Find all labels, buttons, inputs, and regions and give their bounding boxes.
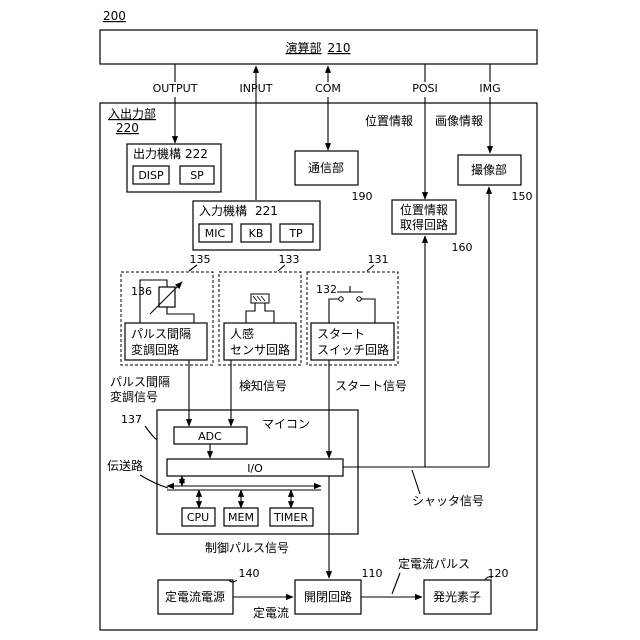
timer-label: TIMER [273,511,308,524]
pulse-signal-line2: 変調信号 [110,389,158,404]
figure-number: 200 [103,9,126,23]
io-port-label: I/O [247,462,263,475]
pulse-circuit-line1: パルス間隔 [131,327,191,341]
shutter-leader [412,470,420,494]
ccs-label: 定電流電源 [165,589,225,604]
micom-ref-leader [145,426,157,440]
led-ref: 120 [488,567,509,580]
output-mech-label: 出力機構222 [133,146,208,161]
cpu-label: CPU [187,511,209,524]
pulse-sub-ref: 136 [131,285,152,298]
pos-info-label: 位置情報 [365,113,413,128]
signal-posi-label: POSI [412,82,438,95]
start-circuit-line1: スタート [317,327,365,341]
input-mech-label: 入力機構221 [199,203,278,218]
pulse-circuit-line2: 変調回路 [131,342,179,357]
switch-lead-left [329,299,339,323]
pos-circuit-line2: 取得回路 [400,217,448,232]
bus-label: 伝送路 [107,458,143,473]
mem-label: MEM [228,511,254,524]
sensor-lead-left [246,303,255,323]
shutter-signal-label: シャッタ信号 [412,494,484,508]
sensor-group-ref: 133 [279,253,300,266]
start-circuit-line2: スイッチ回路 [317,342,389,357]
const-current-label: 定電流 [253,605,289,620]
start-group-ref: 131 [368,253,389,266]
sensor-circuit-line1: 人感 [230,326,254,341]
signal-output-label: OUTPUT [153,82,198,95]
sp-label: SP [190,169,204,182]
pulse-signal-line1: パルス間隔 [110,375,170,389]
switch-contact-left-icon [339,297,343,301]
signal-img-label: IMG [479,82,500,95]
img-info-label: 画像情報 [435,114,483,128]
comm-label: 通信部 [308,160,344,175]
signal-com-label: COM [315,82,341,95]
switch-circuit-label: 開閉回路 [304,589,352,604]
const-current-pulse-label: 定電流パルス [398,556,470,571]
micom-ref: 137 [121,413,142,426]
imaging-label: 撮像部 [471,162,507,177]
tp-label: TP [288,227,303,240]
control-pulse-label: 制御パルス信号 [205,540,289,555]
micom-label: マイコン [262,417,310,431]
resistor-lead-right [167,307,194,323]
start-sub-ref: 132 [316,283,337,296]
detect-signal-label: 検知信号 [239,379,287,393]
ccs-ref: 140 [239,567,260,580]
switch-lead-right [361,299,375,323]
imaging-ref: 150 [512,190,533,203]
switch-contact-right-icon [357,297,361,301]
pos-circuit-ref: 160 [452,241,473,254]
adc-label: ADC [198,430,222,443]
sensor-lead-right [265,303,274,323]
sensor-circuit-line2: センサ回路 [230,342,290,357]
start-signal-label: スタート信号 [335,379,407,393]
motion-sensor-icon [251,294,269,303]
pos-circuit-line1: 位置情報 [400,202,448,217]
led-label: 発光素子 [433,590,481,604]
io-unit-ref: 220 [116,121,139,135]
disp-label: DISP [138,169,164,182]
kb-label: KB [249,227,264,240]
calc-unit-label: 演算部210 [286,40,351,55]
const-current-pulse-leader [392,573,400,594]
comm-ref: 190 [352,190,373,203]
mic-label: MIC [205,227,226,240]
pulse-group-ref: 135 [190,253,211,266]
switch-circuit-ref: 110 [362,567,383,580]
io-unit-label: 入出力部 [108,106,156,121]
